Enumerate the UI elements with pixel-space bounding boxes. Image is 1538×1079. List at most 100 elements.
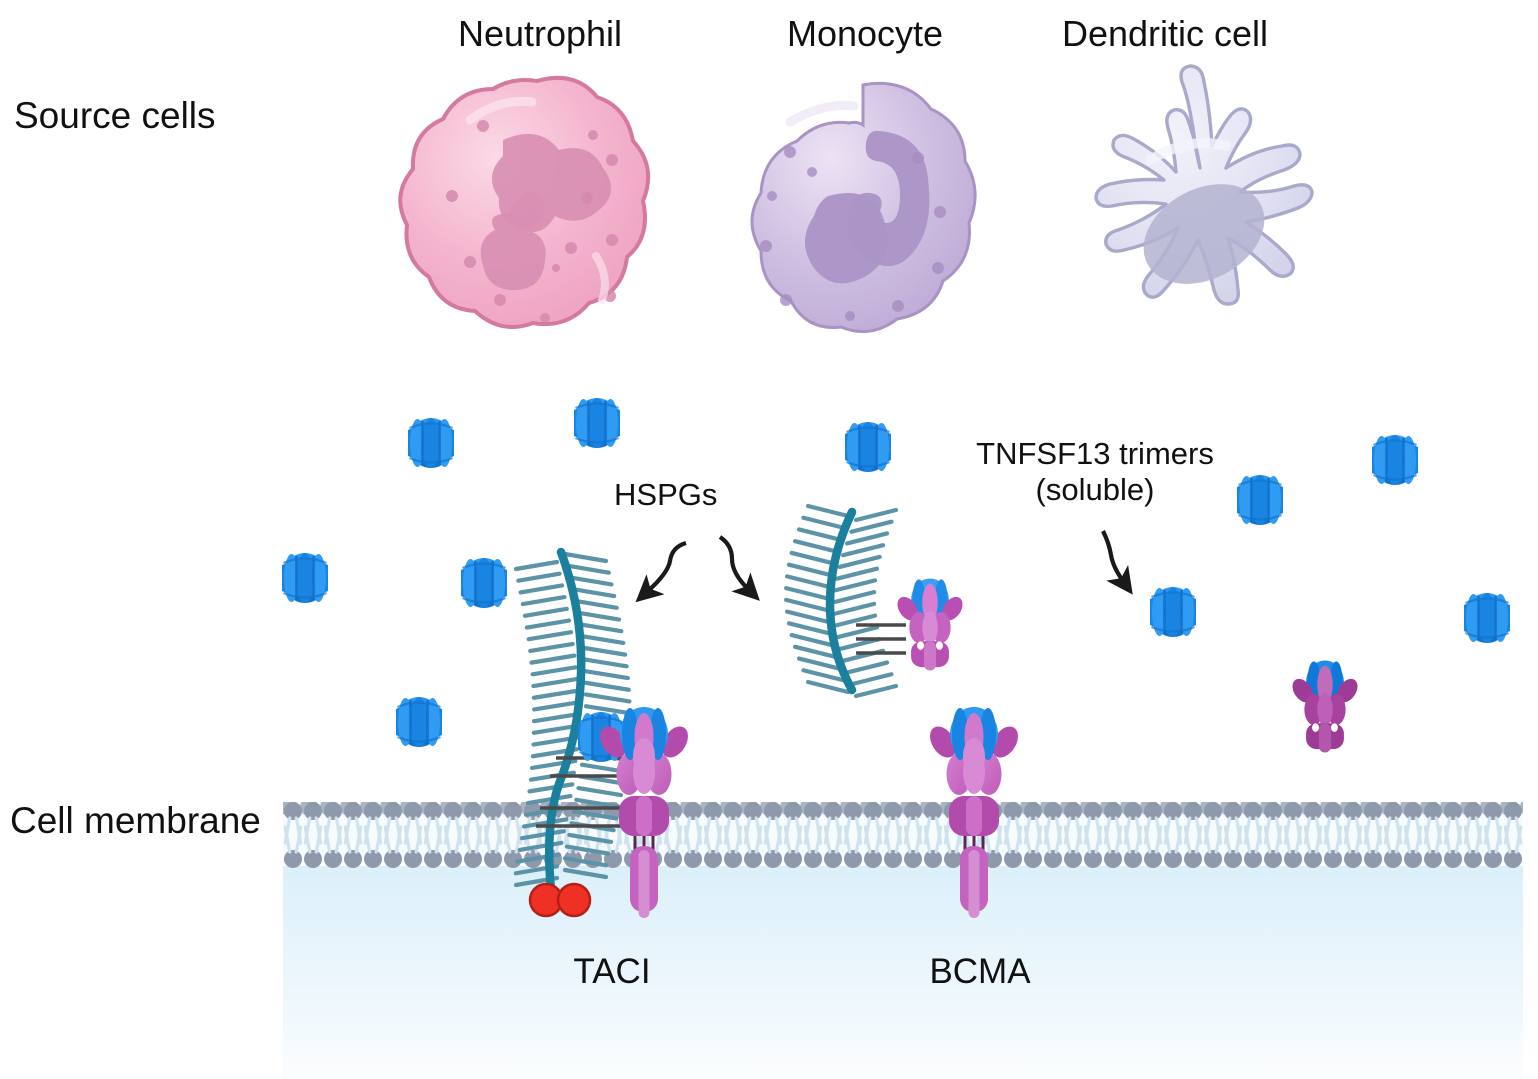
hspg-bristle: [565, 563, 611, 575]
hspg-bristle: [832, 590, 877, 605]
hspg-bristle: [834, 625, 880, 640]
hspg-bristle: [786, 621, 832, 636]
hspg-bristle: [567, 832, 614, 844]
neutrophil-label: Neutrophil: [457, 13, 623, 54]
tnfsf13-trimer: [394, 695, 444, 749]
hspg-bristle: [784, 586, 829, 601]
hspg-bristle: [796, 656, 842, 671]
source-cells-label: Source cells: [14, 95, 216, 136]
arrow-group: [635, 530, 1133, 603]
hspg-bristle: [513, 559, 560, 572]
hspg-free-chain: [784, 503, 899, 699]
hspg-bristle: [784, 574, 830, 589]
hspg-bristle: [574, 610, 622, 622]
hspg-bristle: [516, 571, 562, 583]
hspg-bristle: [849, 519, 894, 534]
hspg-arrow-right: [718, 535, 760, 601]
hspg-bristle: [805, 503, 851, 519]
hspg-bristle: [574, 797, 621, 809]
lipid-bilayer: [283, 802, 1523, 868]
hspg-bristle: [529, 653, 577, 665]
tnfsf13-trimer: [1462, 591, 1512, 645]
hspg-bristle: [849, 672, 894, 687]
hspg-bristle: [562, 867, 609, 880]
hspg-bristle: [837, 554, 882, 570]
hspg-bristle: [832, 578, 878, 593]
hspg-bristle: [832, 613, 878, 628]
hspg-bristle: [844, 660, 890, 675]
hspg-bristle: [784, 609, 830, 624]
hspg-bristle: [570, 587, 617, 599]
hspg-bristle: [578, 633, 626, 646]
source-cell-dendritic: [1094, 64, 1314, 306]
hspg-bristle: [530, 665, 578, 677]
source-cell-monocyte: [750, 81, 977, 333]
hspg-bristle: [572, 598, 619, 610]
hspg-bristle: [792, 644, 838, 659]
bcma-receptor: [923, 705, 1025, 920]
bcma-label: BCMA: [929, 952, 1031, 991]
hspg-bristle: [801, 515, 846, 530]
hspg-bristle: [583, 704, 632, 716]
hspg-bristle: [521, 817, 569, 829]
hspg-bristle: [531, 712, 580, 724]
tnfsf13-trimer: [459, 556, 509, 610]
hspg-bristle: [583, 680, 631, 692]
hspg-bristle: [853, 683, 899, 699]
hspg-bristle: [789, 632, 834, 648]
hspg-bristle: [531, 688, 580, 700]
cell-membrane-label: Cell membrane: [10, 800, 261, 841]
taci-receptor: [593, 705, 695, 920]
hspg-bristle: [792, 539, 838, 554]
hspg-bristle: [583, 692, 632, 704]
hspg-bristle: [528, 641, 575, 654]
tnfsf13-trimer: [1148, 585, 1198, 639]
hspg-bristle: [519, 829, 566, 841]
hspg-bristle: [834, 566, 880, 581]
dendritic-cell-label: Dendritic cell: [1061, 13, 1269, 54]
tnfsf13-trimer: [406, 416, 456, 470]
taci-label: TACI: [573, 952, 651, 991]
hspg-bristle: [801, 668, 846, 683]
tnfsf13-trimer: [280, 551, 330, 605]
hspg-bristle: [522, 606, 569, 618]
hspg-bristle: [789, 550, 834, 566]
tnfsf13-trimer: [572, 396, 622, 450]
hspg-bristle: [524, 618, 572, 630]
hspgs-label: HSPGs: [614, 477, 718, 512]
hspg-bristle: [532, 700, 580, 712]
tnfsf13-trimers-label: TNFSF13 trimers (soluble): [976, 436, 1214, 507]
hspg-bristle: [844, 531, 890, 546]
hspg-bristle: [837, 636, 882, 652]
hspg-bristle: [580, 645, 628, 657]
hspg-bristle: [562, 551, 609, 564]
hspg-bristle: [567, 575, 614, 587]
hspg-bristle: [840, 543, 886, 558]
hspg-bristle: [786, 562, 832, 577]
tnfsf13-trimer: [1370, 433, 1420, 487]
hspg-bristle: [576, 785, 624, 798]
hspg-bristle: [518, 583, 565, 595]
tnfsf13-arrow: [1101, 530, 1133, 595]
hspg-bristle: [576, 622, 624, 634]
monocyte-label: Monocyte: [786, 13, 944, 54]
tnfsf13-trimer: [1235, 473, 1285, 527]
hspg-bristle: [527, 782, 575, 794]
source-cell-neutrophil: [398, 75, 651, 329]
cytoplasm-region: [283, 866, 1523, 1079]
hspg-bristle: [796, 527, 842, 542]
hspg-bristle: [526, 630, 574, 642]
hspg-bristle: [517, 840, 564, 852]
hspg-bristle: [784, 597, 829, 612]
hspg-arrow-left: [635, 540, 687, 603]
hspg-bristle: [531, 723, 580, 735]
hspg-bristle: [832, 601, 877, 616]
hspg-bristle: [562, 856, 609, 868]
hspg-bristle: [525, 793, 573, 806]
hspg-bristle: [853, 507, 899, 523]
hspg-bristle: [564, 844, 611, 856]
hspg-bristle: [531, 676, 579, 689]
hspg-complex-connectors: [856, 623, 906, 655]
